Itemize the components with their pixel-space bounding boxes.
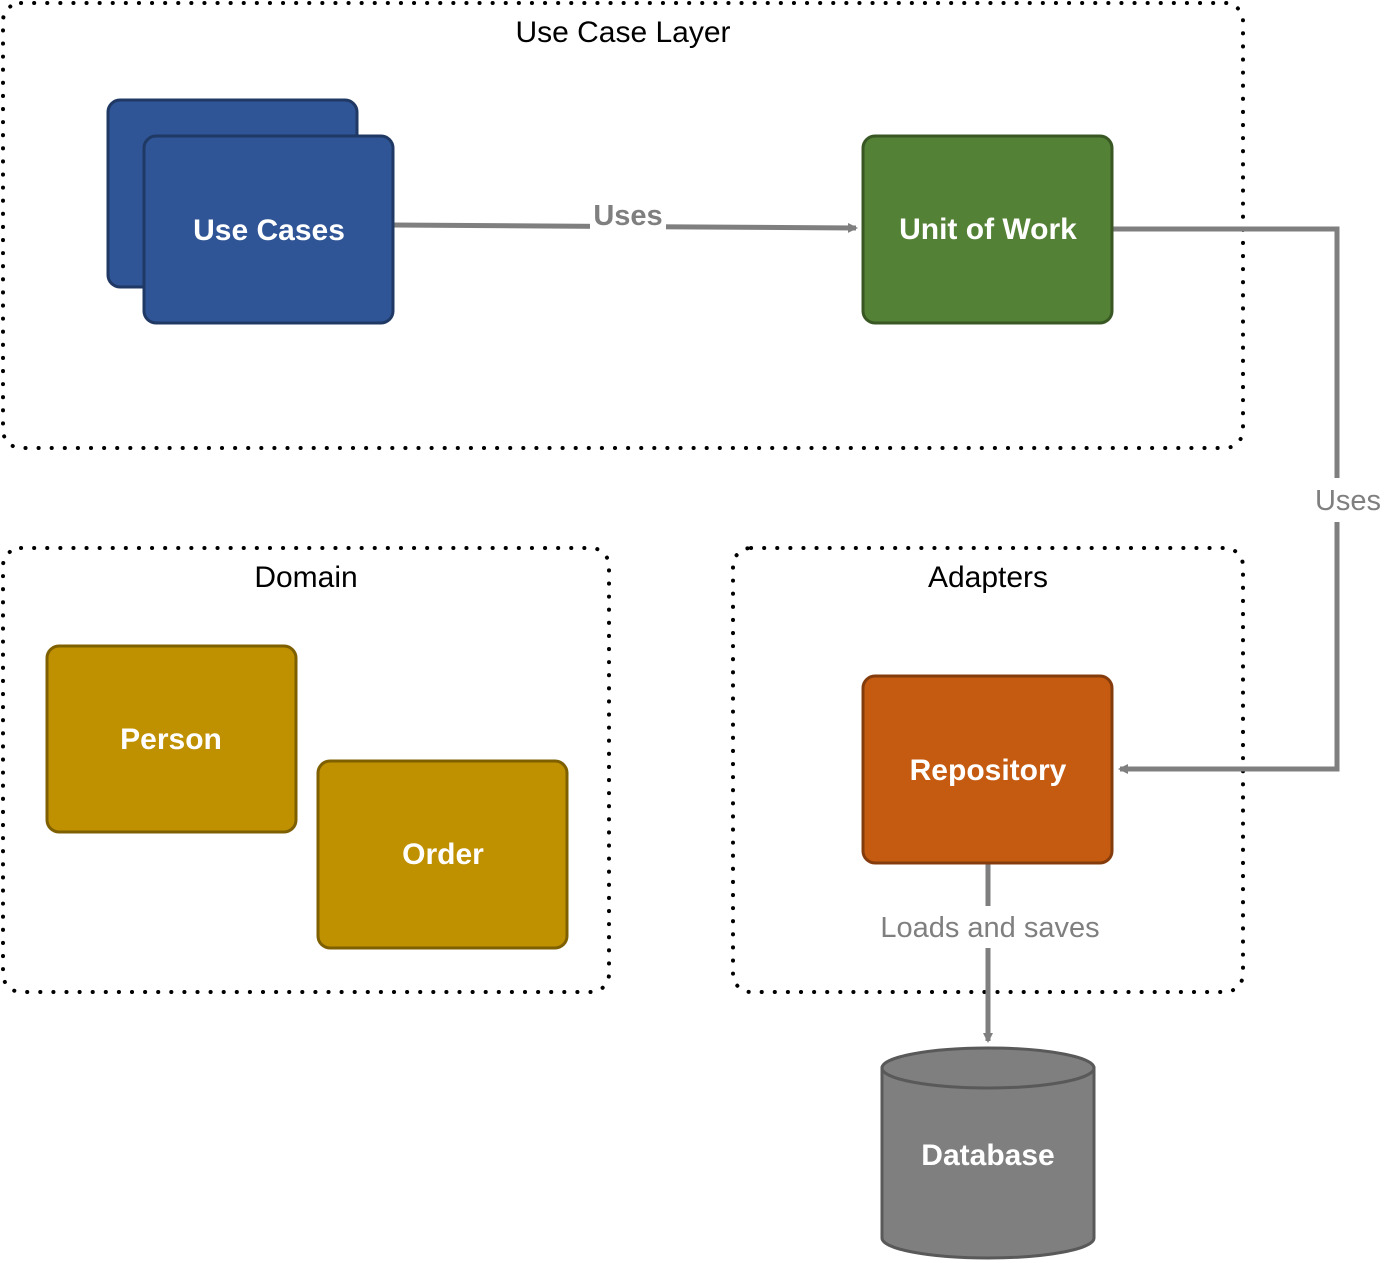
edge-label-background xyxy=(1312,478,1388,522)
edge-repository-to-database: Loads and saves xyxy=(872,862,1108,1043)
person-box xyxy=(45,644,298,834)
database-cylinder-body xyxy=(880,1066,1096,1260)
edge-label-background xyxy=(590,196,666,236)
edge-line xyxy=(1112,226,1340,774)
domain-label: Domain xyxy=(254,561,357,594)
person-label: Person xyxy=(120,723,222,756)
unit-of-work-box xyxy=(861,134,1114,325)
edge-label-uses: Uses xyxy=(593,200,662,232)
repository-label: Repository xyxy=(910,754,1067,787)
use-cases-label: Use Cases xyxy=(193,214,345,247)
adapters-label: Adapters xyxy=(928,561,1048,594)
edge-label-background xyxy=(872,906,1108,948)
repository-box xyxy=(861,674,1114,865)
unit-of-work-label: Unit of Work xyxy=(899,213,1077,246)
node-repository[interactable]: Repository xyxy=(861,674,1114,865)
group-use-case-layer: Use Case Layer xyxy=(1,1,1245,450)
edge-label-uses: Uses xyxy=(1315,485,1381,517)
use-case-layer-border xyxy=(1,1,1245,450)
node-person[interactable]: Person xyxy=(45,644,298,834)
edge-label-loads-and-saves: Loads and saves xyxy=(880,912,1099,944)
order-box xyxy=(316,759,569,950)
node-database[interactable]: Database xyxy=(880,1046,1096,1260)
edge-unit-of-work-to-repository: Uses xyxy=(1112,226,1388,774)
group-domain: Domain xyxy=(1,546,611,994)
order-label: Order xyxy=(402,838,484,871)
node-order[interactable]: Order xyxy=(316,759,569,950)
database-cylinder-top xyxy=(880,1046,1096,1090)
use-cases-front-card xyxy=(142,134,395,325)
use-case-layer-label: Use Case Layer xyxy=(515,16,730,49)
edge-use-cases-to-unit-of-work: Uses xyxy=(392,196,858,236)
node-use-cases[interactable]: Use Cases xyxy=(106,98,395,325)
database-label: Database xyxy=(921,1139,1054,1172)
node-unit-of-work[interactable]: Unit of Work xyxy=(861,134,1114,325)
